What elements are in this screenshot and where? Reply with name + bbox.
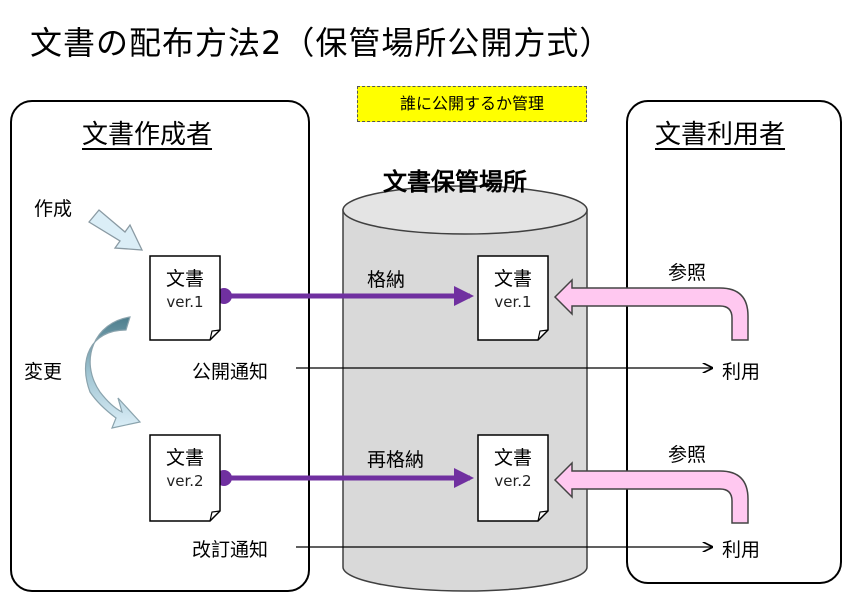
diagram-title: 文書の配布方法2（保管場所公開方式） — [30, 24, 613, 62]
doc-author-v1-title: 文書 — [165, 268, 204, 290]
doc-author-v2-title: 文書 — [165, 447, 204, 469]
create-label: 作成 — [34, 198, 73, 220]
access-control-note: 誰に公開するか管理 — [357, 86, 587, 122]
doc-shape-store-v2 — [477, 434, 549, 522]
author-panel-title: 文書作成者 — [82, 120, 213, 150]
doc-shape-author-v2 — [149, 434, 221, 522]
change-label: 変更 — [24, 361, 63, 383]
change-arrow — [84, 316, 142, 429]
refer-label-2: 参照 — [668, 444, 707, 466]
create-arrow — [88, 209, 144, 251]
refer-label-1: 参照 — [668, 262, 707, 284]
doc-author-v2-version: ver.2 — [166, 472, 204, 490]
store-label: 格納 — [367, 269, 406, 291]
refer-arrow-2 — [553, 461, 749, 524]
refer-arrow-1 — [553, 278, 749, 341]
doc-author-v1-version: ver.1 — [166, 293, 204, 311]
doc-shape-store-v1 — [477, 255, 549, 341]
use-label-2: 利用 — [722, 539, 761, 561]
doc-shape-author-v1 — [149, 255, 221, 341]
doc-store-v2-version: ver.2 — [494, 472, 532, 490]
doc-store-v1-version: ver.1 — [494, 293, 532, 311]
doc-store-v2-title: 文書 — [493, 447, 532, 469]
revise-notice-label: 改訂通知 — [192, 539, 269, 561]
publish-notice-label: 公開通知 — [192, 361, 269, 383]
storage-label: 文書保管場所 — [383, 168, 527, 196]
doc-store-v1-title: 文書 — [493, 268, 532, 290]
use-label-1: 利用 — [722, 361, 761, 383]
restore-label: 再格納 — [367, 449, 425, 471]
user-panel-title: 文書利用者 — [655, 120, 786, 150]
storage-cylinder — [342, 185, 588, 592]
